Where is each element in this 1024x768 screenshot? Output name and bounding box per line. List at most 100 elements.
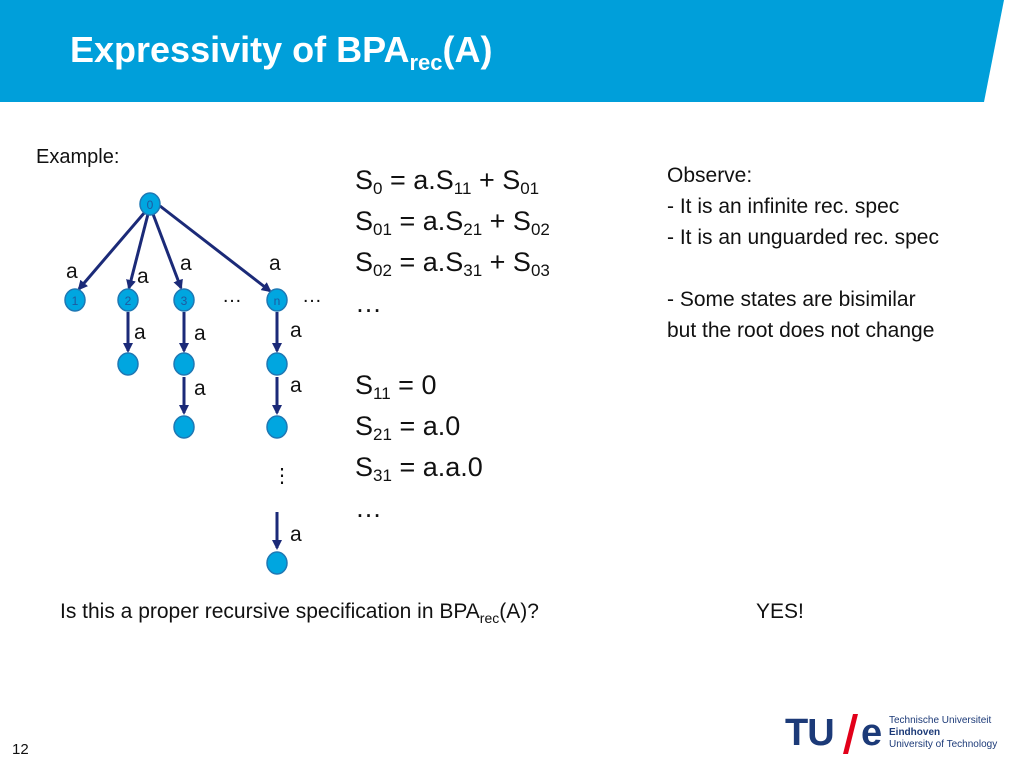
node-3a: [173, 352, 195, 376]
node-2-label: 2: [125, 294, 132, 308]
node-2a: [117, 352, 139, 376]
node-1: [64, 288, 86, 312]
node-n: [266, 288, 288, 312]
equation-lhs: S: [355, 452, 374, 482]
equation-sub: 02: [530, 220, 550, 239]
observe-line: - It is an unguarded rec. spec: [667, 226, 939, 249]
equation-sub: 21: [463, 220, 483, 239]
logo-line: Technische Universiteit: [889, 715, 992, 726]
edge-root-2: [126, 213, 150, 290]
equation-sub: 11: [453, 179, 472, 198]
observe-line: but the root does not change: [667, 319, 935, 342]
observe-line: Observe:: [667, 164, 753, 187]
edge-label: a: [290, 523, 302, 546]
equation-lhs-sub: 0: [373, 179, 383, 198]
logo-line: Eindhoven: [889, 727, 941, 738]
edge-root-3: [151, 213, 183, 290]
equation-text: …: [355, 493, 382, 523]
equation-text: = a.a.0: [391, 452, 483, 482]
edge-label: a: [290, 374, 302, 397]
equation-text: = a.S: [391, 206, 464, 236]
equation-lhs: S: [355, 206, 374, 236]
node-root: [139, 192, 161, 216]
edge-root-1: [77, 211, 147, 291]
equation-text: + S: [482, 247, 531, 277]
transition-tree: 0 1 2 3 n a a a a a a a a a a … … ⋮: [64, 192, 322, 575]
equation-row: S0 = a.S11 + S01: [355, 160, 550, 201]
edge-label: a: [194, 322, 206, 345]
logo-line: University of Technology: [889, 739, 998, 750]
equation-lhs: S: [355, 411, 374, 441]
equation-lhs-sub: 21: [373, 425, 392, 444]
question-tail: (A)?: [499, 600, 539, 623]
question-text: Is this a proper recursive specification…: [60, 600, 539, 626]
equation-sub: 01: [520, 179, 540, 198]
edge-label: a: [66, 260, 78, 283]
equation-lhs: S: [355, 370, 374, 400]
equation-row: S21 = a.0: [355, 406, 550, 447]
page-number: 12: [12, 741, 29, 758]
question-subscript: rec: [479, 610, 500, 626]
equation-row: [355, 324, 550, 365]
node-n-label: n: [274, 294, 281, 308]
node-2: [117, 288, 139, 312]
node-naa: [266, 415, 288, 439]
node-na: [266, 352, 288, 376]
equation-text: = a.S: [391, 247, 464, 277]
equation-row: S31 = a.a.0: [355, 447, 550, 488]
equation-lhs-sub: 01: [373, 220, 392, 239]
example-label: Example:: [36, 146, 120, 168]
equation-text: = a.S: [382, 165, 454, 195]
siblings-ellipsis: …: [222, 285, 242, 307]
observe-line: [667, 253, 939, 284]
equation-sub: 03: [530, 261, 550, 280]
equation-row: S01 = a.S21 + S02: [355, 201, 550, 242]
node-1-label: 1: [72, 294, 79, 308]
equation-row: S11 = 0: [355, 365, 550, 406]
title-main: Expressivity of BPA: [70, 29, 410, 70]
logo-text: Technische Universiteit Eindhoven Univer…: [889, 715, 997, 751]
edge-label: a: [137, 265, 149, 288]
observe-line: - It is an infinite rec. spec: [667, 195, 900, 218]
node-3aa: [173, 415, 195, 439]
equation-lhs: S: [355, 165, 374, 195]
equation-row: …: [355, 283, 550, 324]
node-n-last: [266, 551, 288, 575]
equation-lhs-sub: 31: [373, 466, 392, 485]
equation-text: …: [355, 288, 382, 318]
node-3-label: 3: [181, 294, 188, 308]
title-banner: Expressivity of BPArec(A): [0, 0, 1024, 102]
logo-slash: [843, 714, 858, 754]
equation-row: S02 = a.S31 + S03: [355, 242, 550, 283]
equation-row: …: [355, 488, 550, 529]
edge-label: a: [134, 321, 146, 344]
edge-label: a: [194, 377, 206, 400]
equation-text: + S: [471, 165, 521, 195]
equation-lhs: S: [355, 247, 374, 277]
equation-sub: 31: [463, 261, 483, 280]
answer-text: YES!: [756, 600, 804, 623]
equation-text: + S: [482, 206, 531, 236]
banner-shape: [0, 0, 1004, 102]
title-subscript: rec: [409, 50, 443, 75]
observe-line: - Some states are bisimilar: [667, 288, 916, 311]
logo-mark: TU: [785, 712, 835, 754]
vertical-ellipsis: ⋮: [272, 465, 292, 487]
more-siblings-ellipsis: …: [302, 285, 322, 307]
logo-e: e: [861, 712, 883, 754]
question-main: Is this a proper recursive specification…: [60, 600, 480, 623]
tue-logo: TU e Technische Universiteit Eindhoven U…: [785, 712, 1015, 758]
equation-lhs-sub: 02: [373, 261, 392, 280]
equation-text: = 0: [390, 370, 437, 400]
slide-title: Expressivity of BPArec(A): [70, 28, 493, 75]
equation-text: = a.0: [391, 411, 461, 441]
edge-label: a: [180, 252, 192, 275]
edge-label: a: [290, 319, 302, 342]
node-root-label: 0: [147, 198, 154, 212]
title-tail: (A): [442, 29, 493, 70]
edge-root-n: [159, 204, 272, 293]
node-3: [173, 288, 195, 312]
equation-lhs-sub: 11: [373, 384, 391, 403]
edge-label: a: [269, 252, 281, 275]
